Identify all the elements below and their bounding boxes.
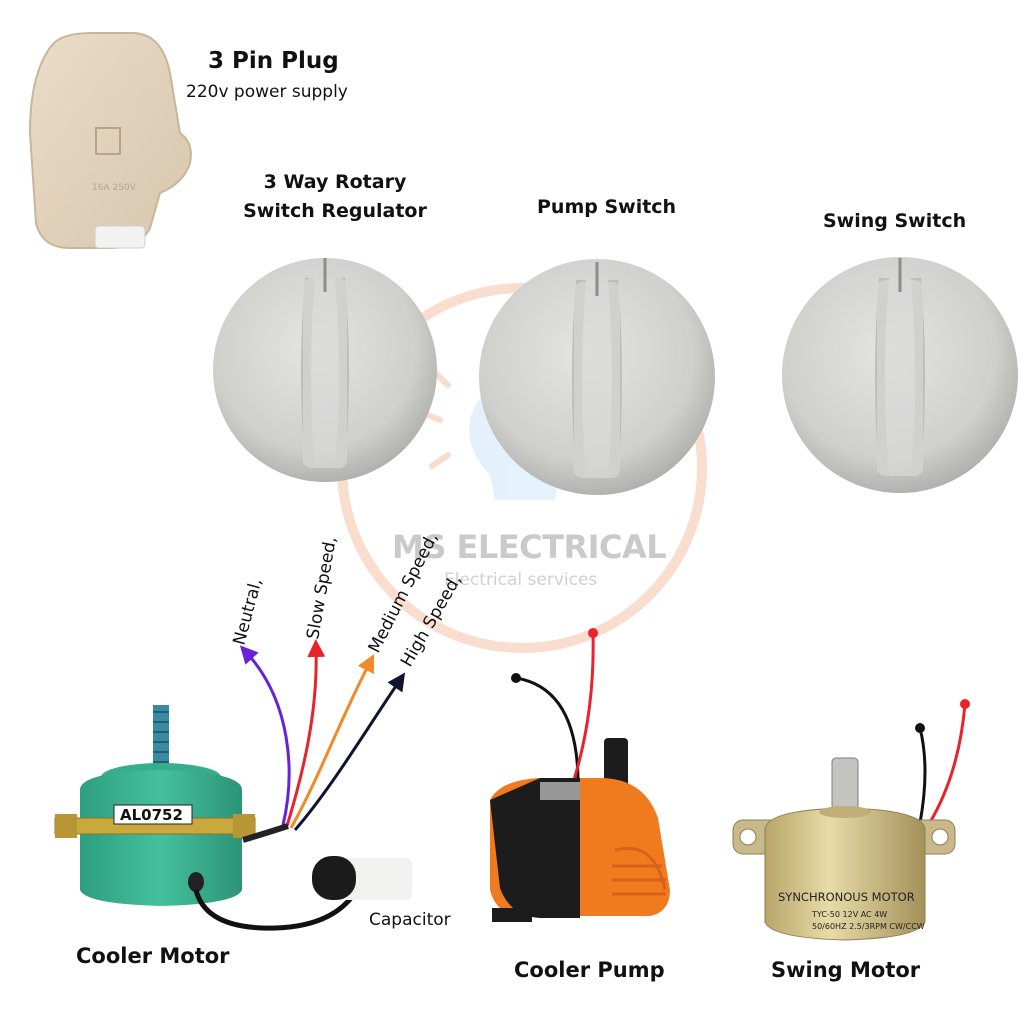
watermark-name: MS ELECTRICAL [392,528,667,566]
swing-red-wire [927,703,967,825]
cooler-pump-title: Cooler Pump [514,958,665,982]
pump-red-wire [571,632,595,784]
swing-plate-line3: 50/60HZ 2.5/3RPM CW/CCW [812,922,925,931]
rotary-switch-title: 3 Way Rotary Switch Regulator [240,168,430,226]
cooler-motor-title: Cooler Motor [76,944,230,968]
medium-speed-wire [289,654,375,829]
neutral-wire [239,645,291,826]
swing-switch-knob [782,257,1018,493]
plug-subtitle: 220v power supply [186,82,348,102]
high-speed-wire [293,672,406,831]
neutral-label: Neutral, [230,576,267,647]
plug-image: 16A 250V [28,32,192,249]
svg-text:16A 250V: 16A 250V [92,183,137,193]
pump-switch-title: Pump Switch [537,196,677,218]
plug-title: 3 Pin Plug [208,48,339,74]
swing-switch-title: Swing Switch [823,210,967,232]
capacitor-label: Capacitor [369,910,451,930]
rotary-title-line2: Switch Regulator [243,200,427,222]
pump-switch-knob [479,259,715,495]
swing-motor-image [732,757,956,941]
slow-speed-label: Slow Speed, [303,535,341,641]
pump-black-wire [515,676,580,779]
swing-plate-line1: SYNCHRONOUS MOTOR [778,890,915,904]
watermark-tagline: Electrical services [444,570,598,590]
rotary-switch-knob [213,258,437,482]
capacitor-wire [193,886,361,931]
motor-model-label: AL0752 [120,806,183,824]
cooler-pump-image [490,738,670,922]
rotary-title-line1: 3 Way Rotary [263,171,407,193]
swing-motor-title: Swing Motor [771,958,921,982]
capacitor-image [312,856,412,900]
slow-speed-wire [285,639,326,827]
swing-black-wire [918,727,927,824]
swing-plate-line2: TYC-50 12V AC 4W [811,910,887,919]
cooler-motor-image [54,705,289,906]
